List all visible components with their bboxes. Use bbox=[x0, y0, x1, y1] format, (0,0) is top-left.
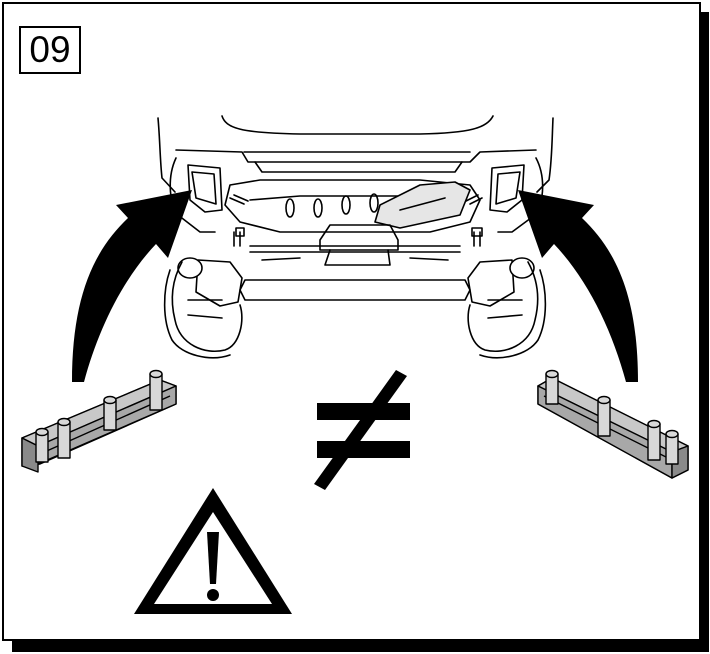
not-equal-icon bbox=[314, 370, 410, 490]
step-number-label: 09 bbox=[29, 29, 71, 70]
curved-arrow-right bbox=[518, 190, 638, 382]
curved-arrow-left bbox=[72, 190, 192, 382]
bracket-right bbox=[537, 369, 689, 479]
step-number: 09 bbox=[19, 26, 81, 74]
instruction-panel bbox=[2, 2, 701, 641]
panel-shadow-bottom bbox=[12, 641, 709, 652]
warning-triangle-icon bbox=[134, 488, 292, 614]
panel-shadow-right bbox=[701, 12, 709, 652]
bracket-left bbox=[21, 369, 177, 473]
car-rear-underside-illustration bbox=[157, 115, 554, 359]
